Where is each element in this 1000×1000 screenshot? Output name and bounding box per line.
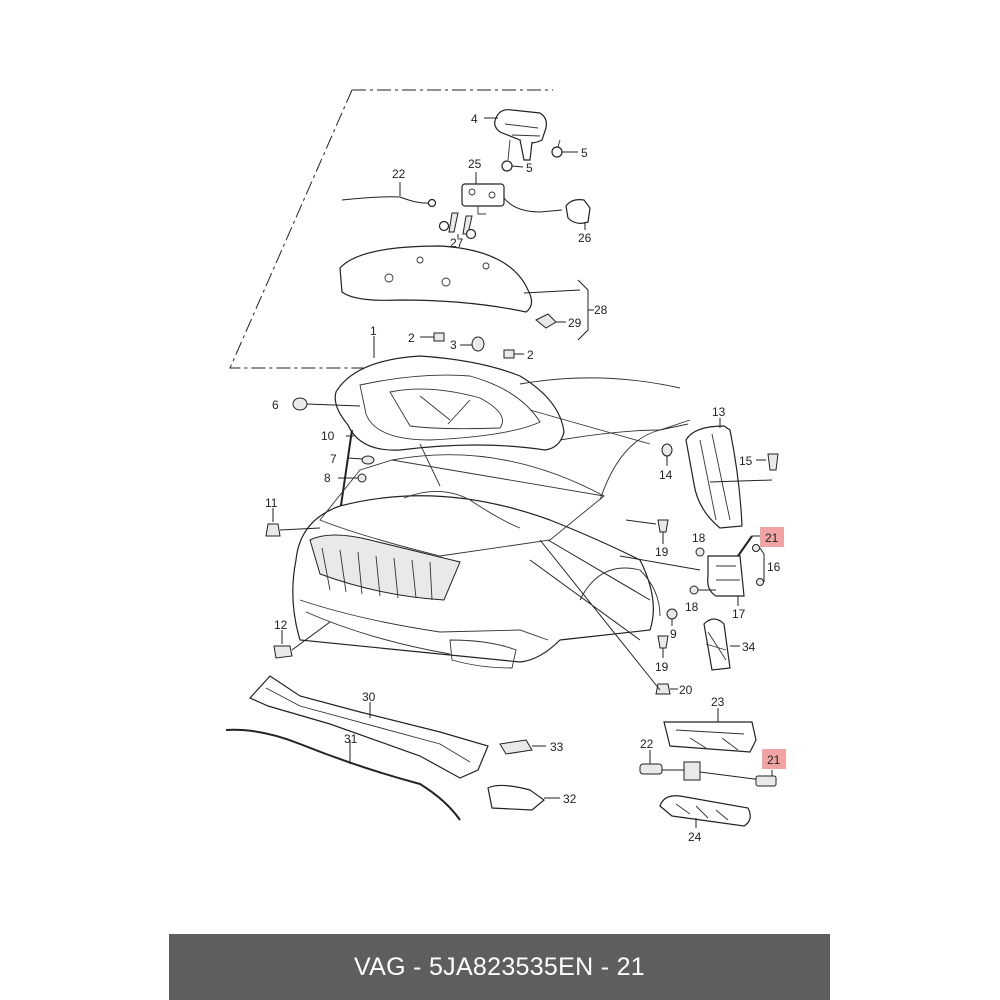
part-26-connector (565, 199, 591, 230)
part-21-cable-end (755, 770, 777, 787)
callout-22: 22 (392, 167, 406, 181)
position-label: N - 21 (575, 952, 646, 981)
part-number: 5JA823535E (428, 952, 576, 981)
part-8-clip (338, 473, 367, 483)
callout-19: 19 (655, 660, 669, 674)
part-5-screws (501, 139, 578, 172)
part-4-release-handle (484, 109, 547, 161)
part-32-cover (487, 784, 560, 811)
part-24-handle-trim (659, 795, 751, 828)
callout-32: 32 (563, 792, 577, 806)
part-22-release-cable (341, 182, 437, 208)
callout-20: 20 (679, 683, 693, 697)
part-12-clip (273, 621, 331, 659)
callout-1: 1 (370, 324, 377, 338)
part-19-clips (625, 519, 669, 658)
part-27-bolts (438, 212, 477, 240)
part-17-lock-assembly (707, 555, 745, 606)
callout-5: 5 (581, 146, 588, 160)
part-11-plug (265, 508, 321, 537)
callout-28: 28 (594, 303, 608, 317)
parts-diagram: 4 5 5 22 25 26 27 28 29 1 2 3 2 6 10 7 8… (225, 89, 786, 844)
callout-33: 33 (550, 740, 564, 754)
callout-14: 14 (659, 468, 673, 482)
callout-19: 19 (655, 545, 669, 559)
callout-29: 29 (568, 316, 582, 330)
callout-23: 23 (711, 695, 725, 709)
exploded-view-boundary (229, 89, 553, 369)
callout-labels: 4 5 5 22 25 26 27 28 29 1 2 3 2 6 10 7 8… (265, 112, 781, 844)
callout-34: 34 (742, 640, 756, 654)
part-31-seal (225, 728, 461, 821)
callout-16: 16 (767, 560, 781, 574)
leader-lines (529, 539, 701, 691)
callout-12: 12 (274, 618, 288, 632)
part-29-clip (535, 313, 566, 329)
callout-21-highlighted: 21 (765, 531, 779, 545)
part-30-plenum-panel (248, 675, 489, 779)
callout-3: 3 (450, 338, 457, 352)
callout-15: 15 (739, 454, 753, 468)
callout-21-highlighted: 21 (767, 753, 781, 767)
callout-22: 22 (640, 737, 654, 751)
callout-17: 17 (732, 607, 746, 621)
part-33-cover (499, 739, 546, 755)
callout-2: 2 (527, 348, 534, 362)
part-caption-bar: VAG - 5JA823535E N - 21 (169, 934, 830, 1000)
callout-27: 27 (450, 236, 464, 250)
callout-4: 4 (471, 112, 478, 126)
part-16-bolts (752, 544, 765, 586)
highlight-21-upper (760, 527, 784, 547)
callout-10: 10 (321, 429, 335, 443)
part-6-bump-stop (292, 397, 361, 411)
callout-6: 6 (272, 398, 279, 412)
callout-25: 25 (468, 157, 482, 171)
part-20-stop (655, 683, 678, 695)
callout-8: 8 (324, 471, 331, 485)
callout-31: 31 (344, 732, 358, 746)
part-7-grommet (347, 455, 375, 465)
callout-2: 2 (408, 331, 415, 345)
part-2-3-clips (420, 332, 524, 359)
highlight-21-lower (762, 749, 786, 769)
callout-9: 9 (670, 627, 677, 641)
callout-11: 11 (265, 496, 278, 510)
part-13-sealing (685, 418, 743, 529)
callout-13: 13 (712, 405, 726, 419)
part-14-nut (661, 443, 673, 466)
callout-18: 18 (685, 600, 699, 614)
callout-5: 5 (526, 161, 533, 175)
part-22-cable-lower (639, 750, 763, 781)
callout-30: 30 (362, 690, 376, 704)
callout-7: 7 (330, 452, 337, 466)
part-23-release-handle (663, 708, 757, 753)
part-9-nut (666, 608, 678, 626)
part-34-handle (703, 618, 740, 671)
callout-26: 26 (578, 231, 592, 245)
part-25-hood-lock (461, 172, 563, 215)
part-28-hood-insulation (339, 245, 594, 341)
brand: VAG (353, 952, 406, 981)
part-1-hood (334, 336, 565, 451)
vehicle-body (292, 377, 691, 669)
callout-18: 18 (692, 531, 706, 545)
part-15-screw (709, 453, 779, 483)
callout-24: 24 (688, 830, 702, 844)
part-18-bolts (689, 547, 716, 595)
